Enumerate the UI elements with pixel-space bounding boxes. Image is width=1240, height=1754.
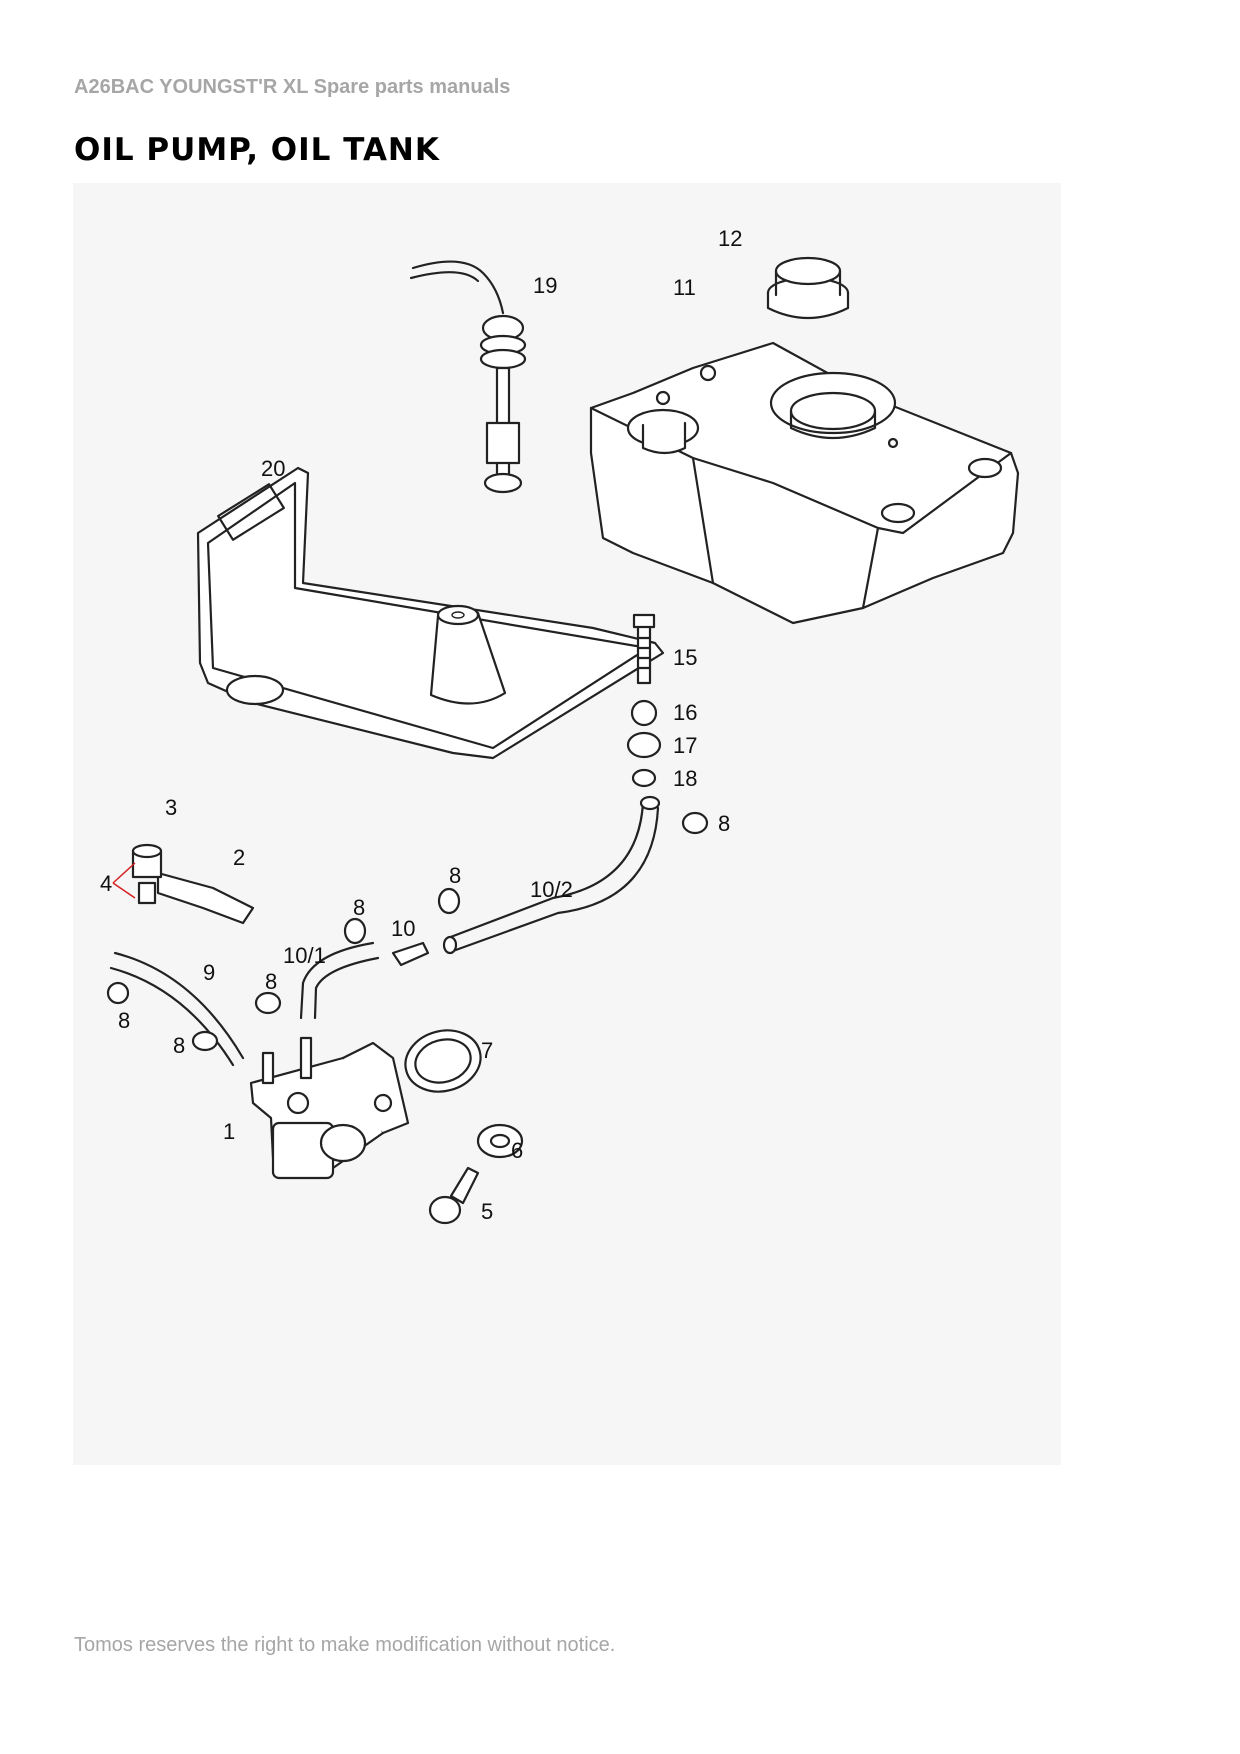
bolt-stack-part [626,613,662,788]
callout-16: 16 [673,700,697,725]
callout-8: 8 [265,969,277,994]
banjo-fitting-part [131,843,255,925]
callout-20: 20 [261,456,285,481]
washer-hole [489,1133,511,1149]
callout-8: 8 [118,1008,130,1033]
hose-10-2-end [639,795,661,811]
callout-1: 1 [223,1119,235,1144]
oil-tank-part [589,341,1020,625]
hose-10-1-outline [313,956,380,1020]
leader-4 [112,862,136,899]
hose-10-2-end2 [442,935,458,955]
screw-part [428,1166,480,1225]
tank-cap-part [766,256,850,320]
callout-2: 2 [233,845,245,870]
page-title: OIL PUMP, OIL TANK [74,132,440,168]
callout-8: 8 [353,895,365,920]
callout-5: 5 [481,1199,493,1224]
hose-10-2-outline [451,806,660,953]
exploded-parts-diagram: 1 2 3 4 5 6 7 8 8 8 8 8 8 9 10 10/1 10/2… [73,183,1061,1465]
hose-10-1-part [299,941,375,1020]
callout-8: 8 [718,811,730,836]
callout-19: 19 [533,273,557,298]
callout-17: 17 [673,733,697,758]
callout-11: 11 [673,275,696,300]
tank-bracket-part [196,466,665,760]
footer-notice: Tomos reserves the right to make modific… [74,1634,616,1656]
callout-10-1: 10/1 [283,943,326,968]
callout-8: 8 [173,1033,185,1058]
hose-clamp-parts [106,811,709,1052]
callout-9: 9 [203,960,215,985]
callout-18: 18 [673,766,697,791]
callout-15: 15 [673,645,697,670]
manual-header: A26BAC YOUNGST'R XL Spare parts manuals [74,76,511,98]
callout-4: 4 [100,871,112,896]
hose-10-2-part [446,801,645,940]
level-sensor-part [409,260,527,494]
callout-3: 3 [165,795,177,820]
hose-9-outline [109,966,235,1067]
callout-7: 7 [481,1038,493,1063]
callout-10: 10 [391,916,415,941]
callout-10-2: 10/2 [530,877,573,902]
hose-9-part [113,951,245,1060]
callout-8: 8 [449,863,461,888]
gasket-inner [414,1038,472,1084]
oil-pump-part [249,1036,410,1180]
callout-6: 6 [511,1138,523,1163]
callout-12: 12 [718,226,742,251]
fitting-10-part [391,941,430,967]
